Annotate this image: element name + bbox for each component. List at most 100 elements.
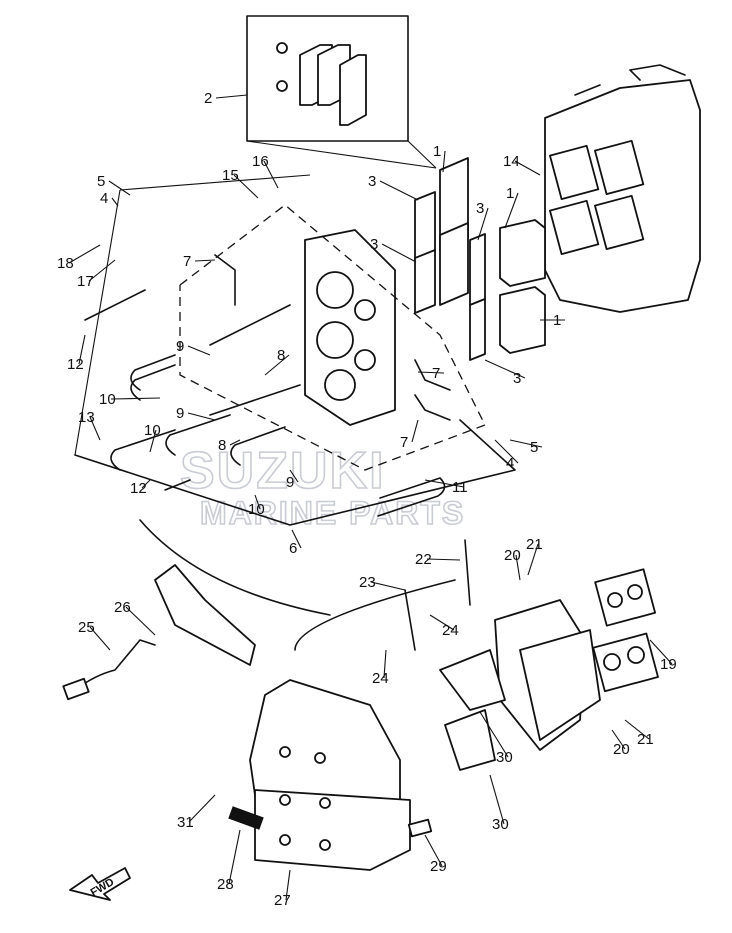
callout-1: 1 bbox=[553, 312, 561, 329]
leader-lines bbox=[68, 94, 673, 901]
leader-line-30 bbox=[479, 711, 509, 758]
leader-line-20 bbox=[515, 554, 521, 581]
callout-1: 1 bbox=[506, 185, 514, 202]
callout-10: 10 bbox=[248, 501, 265, 518]
leader-line-20 bbox=[611, 729, 626, 750]
callout-22: 22 bbox=[415, 551, 432, 568]
side-panel bbox=[154, 564, 256, 666]
leader-line-8 bbox=[229, 439, 241, 446]
watermark-brand: SUZUKI bbox=[180, 442, 386, 500]
leader-line-23 bbox=[370, 581, 406, 591]
gasket-kit-inset bbox=[246, 15, 437, 169]
callout-1: 1 bbox=[433, 143, 441, 160]
callout-3: 3 bbox=[513, 370, 521, 387]
callout-21: 21 bbox=[526, 536, 543, 553]
callout-9: 9 bbox=[286, 474, 294, 491]
hose-kit-frame bbox=[74, 174, 516, 526]
callout-7: 7 bbox=[432, 365, 440, 382]
reed-valve-assembly bbox=[414, 157, 546, 361]
callout-2: 2 bbox=[204, 90, 212, 107]
leader-line-14 bbox=[514, 160, 541, 176]
callout-4: 4 bbox=[506, 455, 514, 472]
leader-line-7 bbox=[417, 371, 445, 374]
callout-20: 20 bbox=[504, 547, 521, 564]
callout-10: 10 bbox=[99, 391, 116, 408]
callout-23: 23 bbox=[359, 574, 376, 591]
leader-line-26 bbox=[125, 606, 156, 636]
leader-line-15 bbox=[233, 174, 259, 199]
silencer-cover bbox=[249, 679, 411, 871]
leader-line-12 bbox=[141, 479, 151, 489]
leader-line-21 bbox=[527, 543, 539, 576]
leader-line-3 bbox=[477, 207, 489, 241]
callout-12: 12 bbox=[67, 356, 84, 373]
callout-3: 3 bbox=[476, 200, 484, 217]
leader-line-4 bbox=[494, 439, 519, 464]
leader-line-5 bbox=[108, 180, 131, 196]
watermark-subtitle: MARINE PARTS bbox=[200, 495, 465, 531]
callout-11: 11 bbox=[452, 479, 468, 496]
leader-line-2 bbox=[215, 94, 248, 99]
leader-line-3 bbox=[381, 243, 417, 263]
callout-6: 6 bbox=[289, 540, 297, 557]
leader-line-27 bbox=[285, 869, 291, 901]
leader-line-22 bbox=[426, 558, 461, 561]
callout-25: 25 bbox=[78, 619, 95, 636]
callout-30: 30 bbox=[496, 749, 513, 766]
callout-26: 26 bbox=[114, 599, 131, 616]
leader-line-3 bbox=[379, 180, 419, 201]
callout-13: 13 bbox=[78, 409, 95, 426]
leader-line-11 bbox=[424, 479, 465, 488]
callout-17: 17 bbox=[77, 273, 94, 290]
leader-line-31 bbox=[188, 794, 216, 823]
callout-27: 27 bbox=[274, 892, 291, 909]
callout-9: 9 bbox=[176, 338, 184, 355]
leader-line-29 bbox=[424, 834, 443, 867]
leader-line-3 bbox=[484, 359, 526, 379]
callout-labels: 1112333344556777889991010101112121314151… bbox=[57, 90, 677, 909]
callout-29: 29 bbox=[430, 858, 447, 875]
callout-16: 16 bbox=[252, 153, 269, 170]
fitting-parts bbox=[62, 539, 471, 838]
leader-line-18 bbox=[68, 244, 101, 264]
callout-5: 5 bbox=[530, 439, 538, 456]
leader-line-13 bbox=[89, 416, 101, 441]
callout-10: 10 bbox=[144, 422, 161, 439]
callout-20: 20 bbox=[613, 741, 630, 758]
leader-line-9 bbox=[187, 345, 211, 356]
leader-line-8 bbox=[264, 354, 290, 376]
leader-line-7 bbox=[411, 419, 419, 443]
callout-15: 15 bbox=[222, 167, 239, 184]
callout-3: 3 bbox=[368, 173, 376, 190]
callout-21: 21 bbox=[637, 731, 654, 748]
hoses bbox=[84, 254, 451, 517]
leader-line-5 bbox=[509, 439, 543, 448]
leader-line-25 bbox=[89, 626, 111, 651]
leader-line-9 bbox=[289, 469, 299, 483]
leader-line-10 bbox=[149, 429, 157, 453]
leader-line-24 bbox=[429, 614, 455, 631]
leader-line-4 bbox=[111, 197, 119, 207]
leader-line-28 bbox=[228, 829, 241, 885]
leader-line-1 bbox=[442, 150, 446, 173]
callout-8: 8 bbox=[277, 347, 285, 364]
callout-8: 8 bbox=[218, 437, 226, 454]
watermark: SUZUKI MARINE PARTS bbox=[179, 441, 465, 532]
leader-line-30 bbox=[489, 774, 505, 825]
leader-line-10 bbox=[110, 397, 161, 400]
leader-line-10 bbox=[254, 494, 261, 510]
leader-line-6 bbox=[291, 529, 302, 549]
leader-line-21 bbox=[624, 719, 650, 740]
callout-24: 24 bbox=[372, 670, 389, 687]
carburetor-assembly bbox=[139, 519, 659, 771]
leader-line-7 bbox=[194, 259, 216, 262]
callout-30: 30 bbox=[492, 816, 509, 833]
callout-31: 31 bbox=[177, 814, 194, 831]
callout-18: 18 bbox=[57, 255, 74, 272]
callout-5: 5 bbox=[97, 173, 105, 190]
callout-24: 24 bbox=[442, 622, 459, 639]
leader-line-17 bbox=[88, 259, 116, 282]
callout-12: 12 bbox=[130, 480, 147, 497]
callout-19: 19 bbox=[660, 656, 677, 673]
